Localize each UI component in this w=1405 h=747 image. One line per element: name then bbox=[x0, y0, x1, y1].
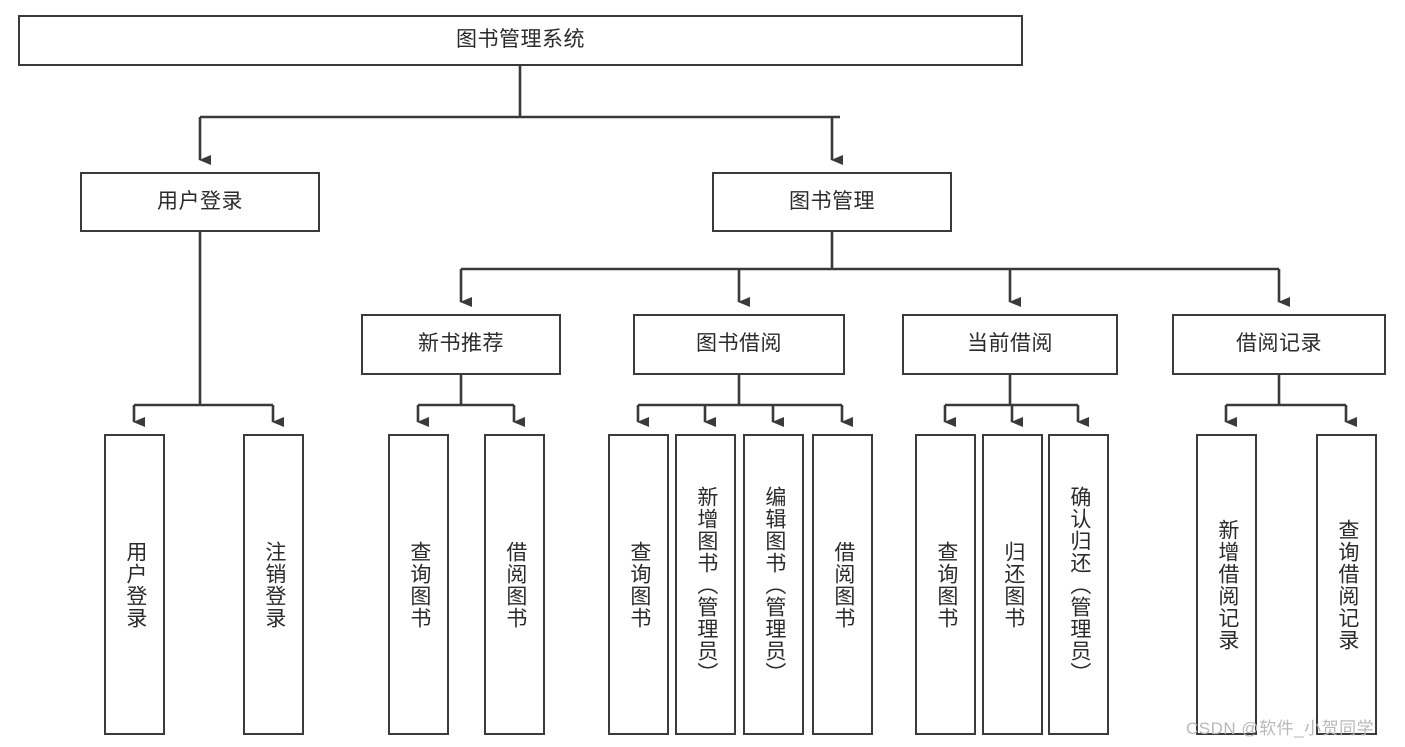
node-label: 用户登录 bbox=[123, 540, 147, 629]
node-label: 查询图书 bbox=[407, 540, 431, 629]
node-label: 图书借阅 bbox=[696, 332, 782, 356]
node-label: 确认归还（管理员） bbox=[1067, 485, 1091, 684]
node-label: 查询图书 bbox=[934, 540, 958, 629]
leaf-borrow-borrow-book[interactable]: 借阅图书 bbox=[812, 434, 873, 735]
leaf-current-return-book[interactable]: 归还图书 bbox=[982, 434, 1043, 735]
leaf-user-login-signin[interactable]: 用户登录 bbox=[104, 434, 165, 735]
node-label: 新书推荐 bbox=[418, 332, 504, 356]
leaf-borrow-edit-book-admin[interactable]: 编辑图书（管理员） bbox=[743, 434, 804, 735]
leaf-current-query-book[interactable]: 查询图书 bbox=[915, 434, 976, 735]
leaf-record-add-record[interactable]: 新增借阅记录 bbox=[1196, 434, 1257, 735]
leaf-recommend-borrow-book[interactable]: 借阅图书 bbox=[484, 434, 545, 735]
leaf-record-query-record[interactable]: 查询借阅记录 bbox=[1316, 434, 1377, 735]
node-label: 归还图书 bbox=[1001, 540, 1025, 629]
node-label: 借阅图书 bbox=[503, 540, 527, 629]
node-current-borrow[interactable]: 当前借阅 bbox=[902, 314, 1118, 375]
leaf-borrow-query-book[interactable]: 查询图书 bbox=[608, 434, 669, 735]
leaf-borrow-add-book-admin[interactable]: 新增图书（管理员） bbox=[675, 434, 736, 735]
node-root-system[interactable]: 图书管理系统 bbox=[18, 15, 1023, 66]
node-label: 图书管理 bbox=[789, 189, 875, 213]
leaf-recommend-query-book[interactable]: 查询图书 bbox=[388, 434, 449, 735]
node-user-login[interactable]: 用户登录 bbox=[80, 172, 320, 232]
node-label: 当前借阅 bbox=[967, 332, 1053, 356]
node-label: 图书管理系统 bbox=[456, 28, 585, 52]
node-label: 新增图书（管理员） bbox=[694, 485, 718, 684]
leaf-current-confirm-return-admin[interactable]: 确认归还（管理员） bbox=[1048, 434, 1109, 735]
node-label: 查询借阅记录 bbox=[1335, 518, 1359, 651]
node-book-management[interactable]: 图书管理 bbox=[712, 172, 952, 232]
node-label: 编辑图书（管理员） bbox=[762, 485, 786, 684]
node-book-borrow[interactable]: 图书借阅 bbox=[633, 314, 845, 375]
node-label: 查询图书 bbox=[627, 540, 651, 629]
node-label: 借阅记录 bbox=[1236, 332, 1322, 356]
node-label: 新增借阅记录 bbox=[1215, 518, 1239, 651]
node-label: 用户登录 bbox=[157, 189, 243, 213]
node-label: 注销登录 bbox=[262, 540, 286, 629]
csdn-watermark: CSDN @软件_小贺同学 bbox=[1186, 719, 1375, 738]
node-borrow-record[interactable]: 借阅记录 bbox=[1172, 314, 1386, 375]
node-label: 借阅图书 bbox=[831, 540, 855, 629]
node-new-book-recommend[interactable]: 新书推荐 bbox=[361, 314, 561, 375]
leaf-user-login-signout[interactable]: 注销登录 bbox=[243, 434, 304, 735]
